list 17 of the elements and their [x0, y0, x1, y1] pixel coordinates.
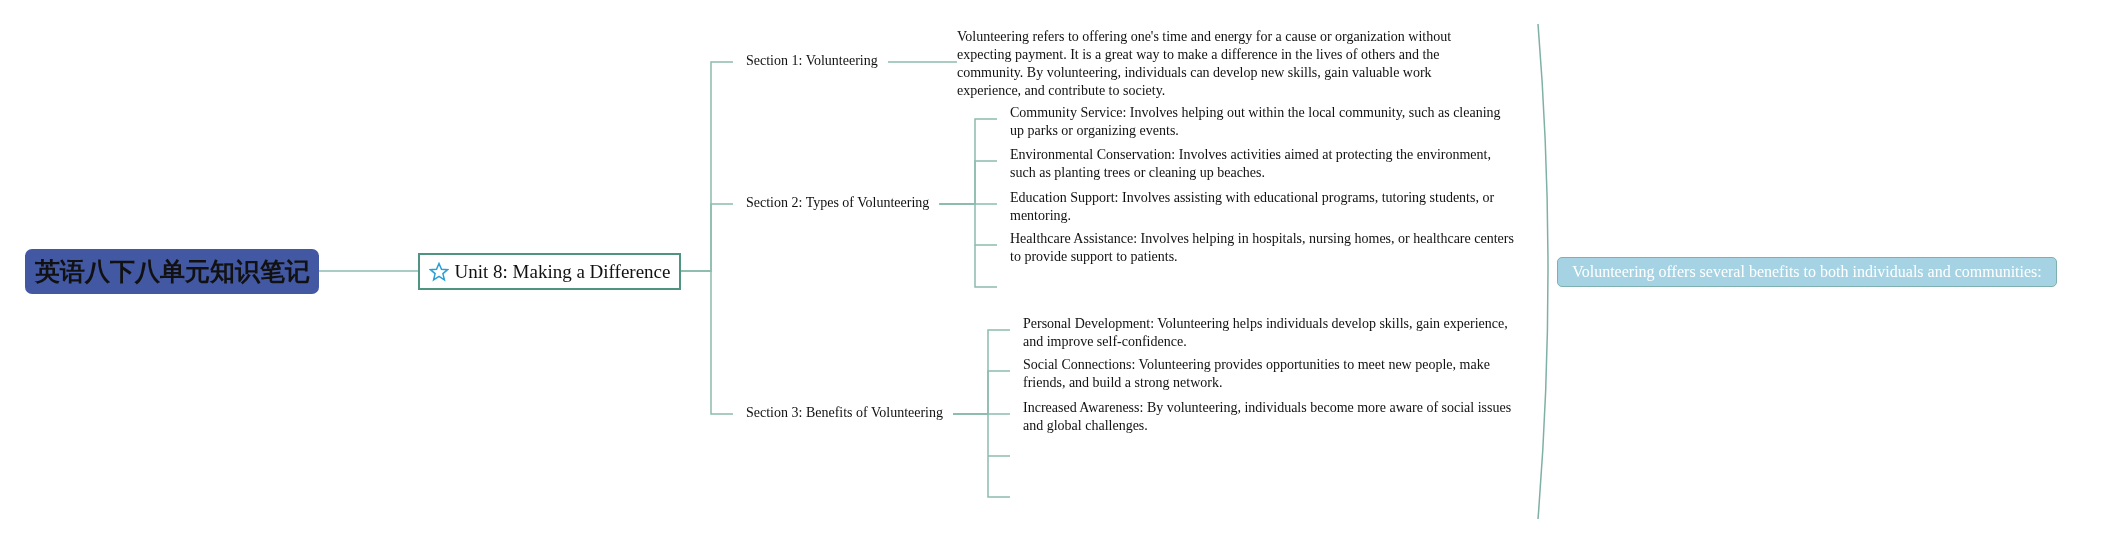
- note-text: Environmental Conservation: Involves activities aimed at protecting the environment, such as planting trees or cleaning up beaches.: [997, 146, 1517, 182]
- note-text: Education Support: Involves assisting with educational programs, tutoring students, or mentoring.: [997, 189, 1517, 225]
- connector-line: [680, 270, 734, 415]
- connector-line: [318, 270, 419, 272]
- connector-line: [886, 61, 958, 63]
- topic-box: [418, 253, 681, 290]
- topic-title: Unit 8: Making a Difference: [454, 260, 671, 283]
- connector-line: [938, 203, 998, 246]
- note-text: Healthcare Assistance: Involves helping in hospitals, nursing homes, or healthcare centers to provide support to patients.: [997, 230, 1517, 266]
- connector-line: [952, 413, 1011, 415]
- note-text: Community Service: Involves helping out within the local community, such as cleaning up parks or organizing events.: [997, 104, 1517, 140]
- summary-box: Volunteering offers several benefits to both individuals and communities:: [1557, 257, 2057, 287]
- note-text: Social Connections: Volunteering provides opportunities to meet new people, make friends, and build a strong network.: [1010, 356, 1530, 392]
- paragraph-text: Volunteering refers to offering one's time and energy for a cause or organization without expecting payment. It is a great way to make a difference in the lives of others and the community. By volunteering, individuals can develop new skills, gain valuable work experience, and contribute to society.: [957, 28, 1467, 100]
- note-text: Personal Development: Volunteering helps individuals develop skills, gain experience, and improve self-confidence.: [1010, 315, 1530, 351]
- note-text: Increased Awareness: By volunteering, individuals become more aware of social issues and global challenges.: [1010, 399, 1530, 435]
- title-box: 英语八下八单元知识笔记: [25, 249, 319, 294]
